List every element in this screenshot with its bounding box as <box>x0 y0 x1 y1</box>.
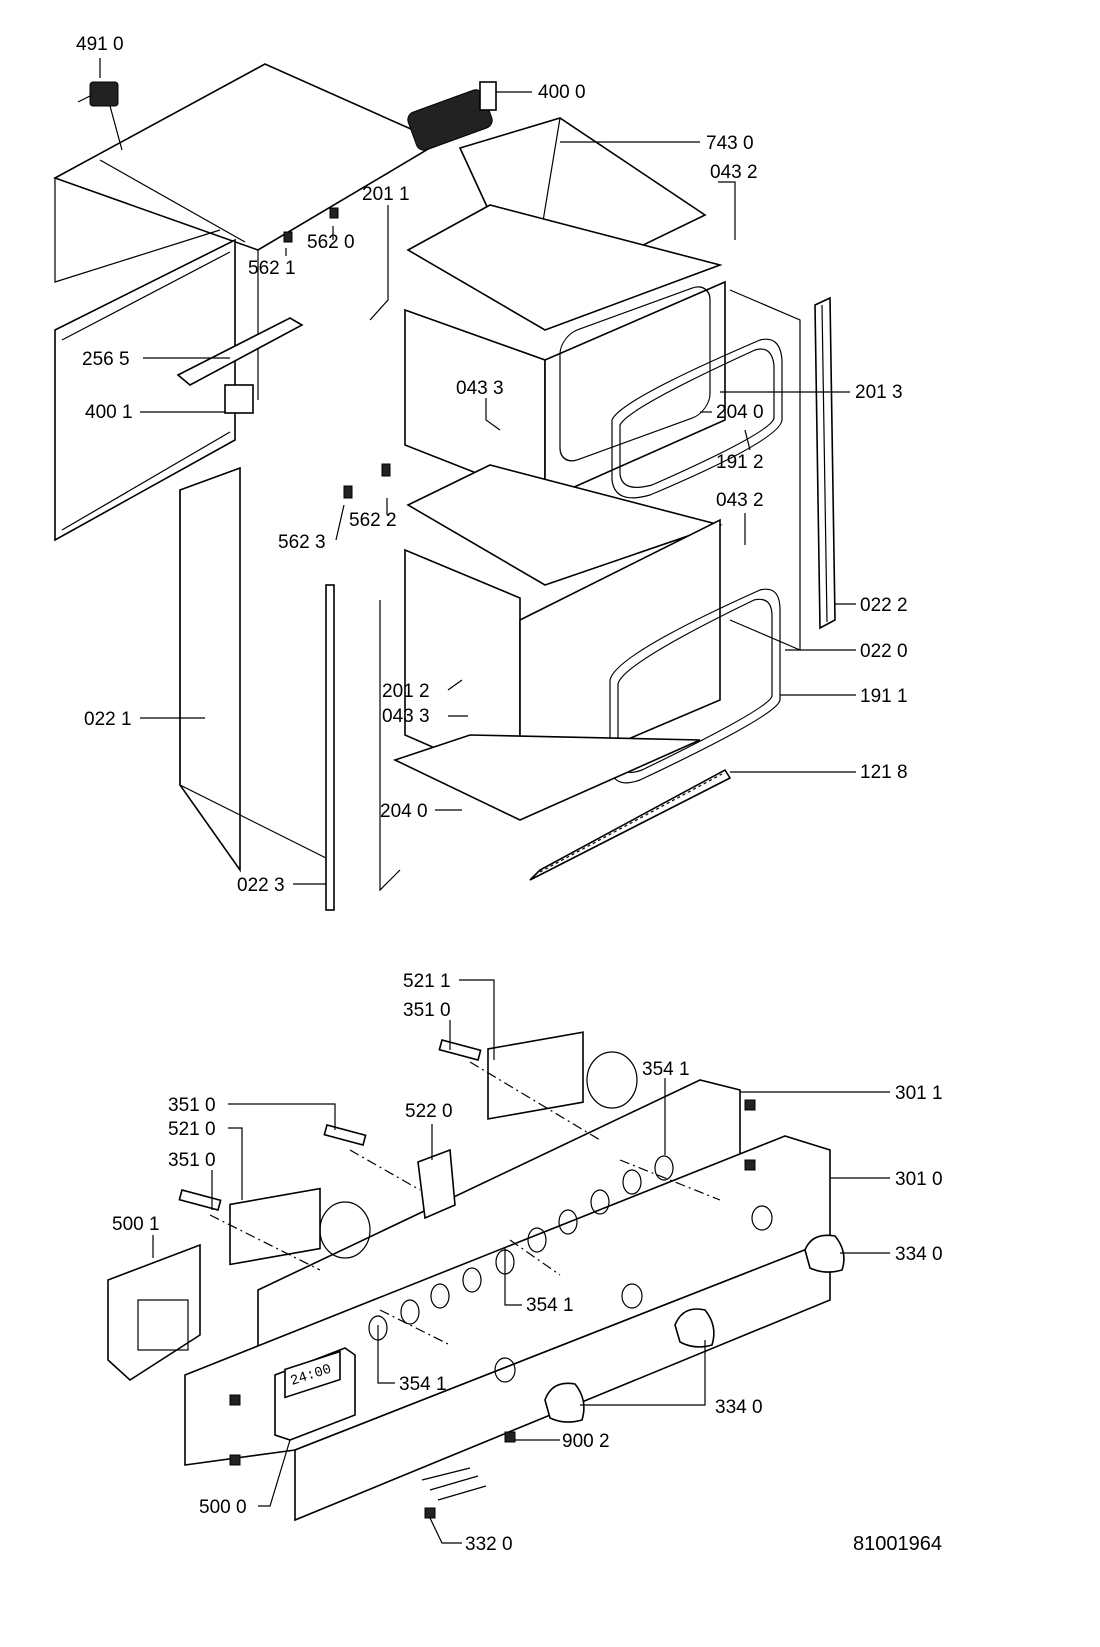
label-121-8: 121 8 <box>860 762 908 783</box>
upper-assembly <box>53 63 836 911</box>
heating-strip <box>529 768 732 881</box>
label-334-0-right: 334 0 <box>895 1244 943 1265</box>
label-491-0: 491 0 <box>76 34 124 55</box>
label-900-2: 900 2 <box>562 1431 610 1452</box>
assembly-lines <box>209 1061 721 1346</box>
side-panel-left <box>54 238 236 542</box>
upper-oven-cavity <box>404 204 726 502</box>
part-labels: 491 0 400 0 743 0 043 2 201 1 562 0 562 … <box>76 34 943 1555</box>
label-351-0-low: 351 0 <box>168 1150 216 1171</box>
label-562-0: 562 0 <box>307 232 355 253</box>
label-022-3: 022 3 <box>237 875 285 896</box>
label-354-1-low: 354 1 <box>399 1374 447 1395</box>
timer-frame <box>107 1243 201 1382</box>
right-side-rail <box>814 296 836 630</box>
label-351-0-mid: 351 0 <box>168 1095 216 1116</box>
fan-motor-small <box>77 81 123 151</box>
label-562-1: 562 1 <box>248 258 296 279</box>
front-rail-left <box>325 584 401 911</box>
side-panel-large <box>179 466 331 873</box>
label-334-0-low: 334 0 <box>715 1397 763 1418</box>
selector-switch-right <box>438 1031 638 1120</box>
label-562-3: 562 3 <box>278 532 326 553</box>
label-332-0: 332 0 <box>465 1534 513 1555</box>
knob-right <box>804 1234 845 1273</box>
bottom-tray <box>392 734 701 821</box>
small-hardware-upper <box>176 207 391 499</box>
blower-fan <box>407 81 497 151</box>
knob-middle <box>674 1308 715 1348</box>
label-354-1-top: 354 1 <box>642 1059 690 1080</box>
label-500-1: 500 1 <box>112 1214 160 1235</box>
label-400-0: 400 0 <box>538 82 586 103</box>
label-022-1: 022 1 <box>84 709 132 730</box>
door-gasket-lower <box>609 588 781 784</box>
lower-assembly: 24:00 <box>107 1031 845 1522</box>
outer-casing-top <box>53 63 442 400</box>
label-191-2: 191 2 <box>716 452 764 473</box>
label-022-0: 022 0 <box>860 641 908 662</box>
label-043-3-lower: 043 3 <box>382 706 430 727</box>
label-204-0-upper: 204 0 <box>716 402 764 423</box>
control-knobs <box>544 1234 845 1423</box>
knob-left <box>544 1382 585 1423</box>
digital-timer: 24:00 <box>274 1347 356 1441</box>
label-301-0: 301 0 <box>895 1169 943 1190</box>
drawing-number: 81001964 <box>853 1533 942 1555</box>
label-301-1: 301 1 <box>895 1083 943 1104</box>
label-743-0: 743 0 <box>706 133 754 154</box>
label-562-2: 562 2 <box>349 510 397 531</box>
label-043-2-mid: 043 2 <box>716 490 764 511</box>
label-204-0-lower: 204 0 <box>380 801 428 822</box>
lower-oven-cavity <box>404 464 723 787</box>
thermostat <box>323 1124 456 1220</box>
label-500-0: 500 0 <box>199 1497 247 1518</box>
label-521-1: 521 1 <box>403 971 451 992</box>
label-201-1: 201 1 <box>362 184 410 205</box>
label-043-3-upper: 043 3 <box>456 378 504 399</box>
label-191-1: 191 1 <box>860 686 908 707</box>
label-256-5: 256 5 <box>82 349 130 370</box>
selector-switch-left <box>178 1187 371 1266</box>
label-201-3: 201 3 <box>855 382 903 403</box>
label-201-2: 201 2 <box>382 681 430 702</box>
label-351-0-top: 351 0 <box>403 1000 451 1021</box>
screws <box>229 1099 756 1519</box>
lower-leaders <box>152 979 890 1544</box>
label-521-0: 521 0 <box>168 1119 216 1140</box>
label-354-1-mid: 354 1 <box>526 1295 574 1316</box>
label-022-2: 022 2 <box>860 595 908 616</box>
label-043-2-top: 043 2 <box>710 162 758 183</box>
label-522-0: 522 0 <box>405 1101 453 1122</box>
label-400-1: 400 1 <box>85 402 133 423</box>
back-panel-right <box>729 289 801 651</box>
upper-leaders <box>99 58 856 885</box>
